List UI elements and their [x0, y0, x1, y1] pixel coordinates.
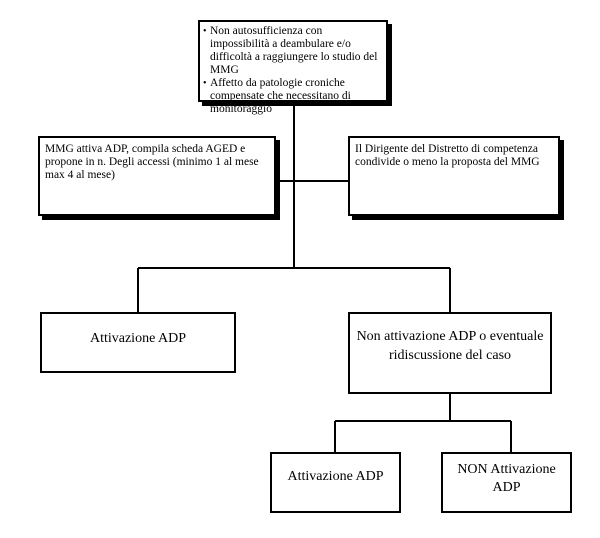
criteria-box: Non autosufficienza con impossibilità a …: [198, 20, 388, 115]
non-attivazione-box: Non attivazione ADP o eventuale ridiscus…: [348, 312, 552, 394]
sub-non-attivazione-text: NON Attivazione ADP: [457, 461, 556, 495]
sub-attivazione-text: Attivazione ADP: [287, 468, 384, 484]
dirigente-box: Il Dirigente del Distretto di competenza…: [348, 136, 560, 216]
mmg-text: MMG attiva ADP, compila scheda AGED e pr…: [45, 143, 259, 181]
attivazione-text: Attivazione ADP: [89, 330, 187, 346]
sub-attivazione-box: Attivazione ADP: [270, 452, 401, 513]
dirigente-text: Il Dirigente del Distretto di competenza…: [355, 143, 540, 168]
criteria-item-1: Non autosufficienza con impossibilità a …: [203, 25, 383, 77]
sub-non-attivazione-box: NON Attivazione ADP: [441, 452, 572, 513]
attivazione-box: Attivazione ADP: [40, 312, 236, 373]
criteria-item-2: Affetto da patologie croniche compensate…: [203, 77, 383, 116]
mmg-box: MMG attiva ADP, compila scheda AGED e pr…: [38, 136, 276, 216]
non-attivazione-text: Non attivazione ADP o eventuale ridiscus…: [356, 329, 544, 363]
